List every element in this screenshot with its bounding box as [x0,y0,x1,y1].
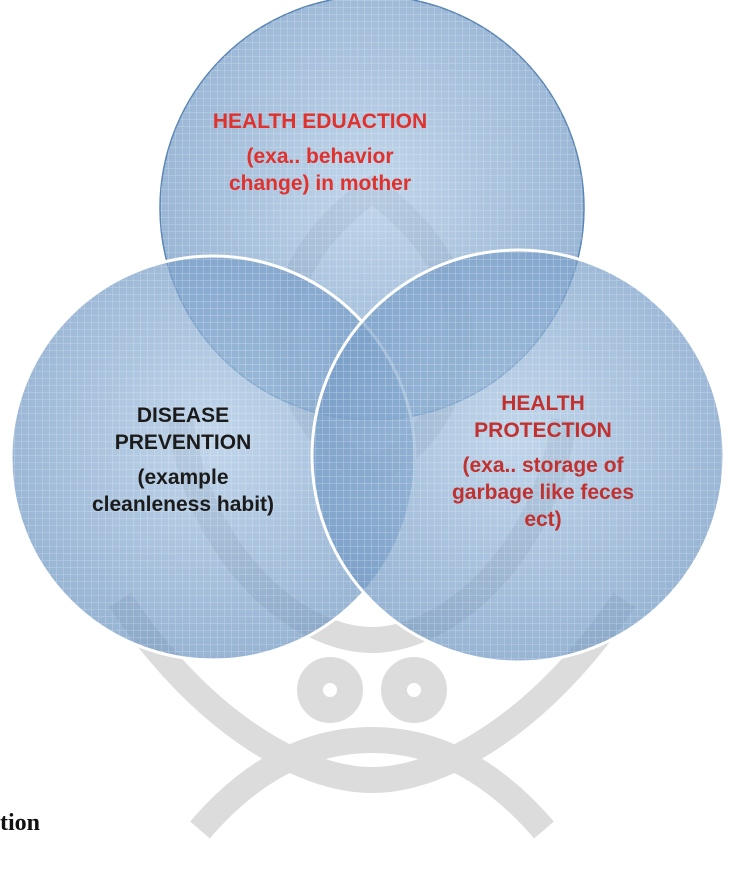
disease-prevention-title-line-1: DISEASE [52,402,314,429]
health-protection-description: (exa.. storage of garbage like feces ect… [418,452,668,533]
disease-prevention-description: (example cleanleness habit) [52,464,314,518]
disease-prevention-title-line-2: PREVENTION [52,429,314,456]
disease-prevention-label: DISEASE PREVENTION (example cleanleness … [52,402,314,518]
health-education-desc-line-1: (exa.. behavior [205,143,435,170]
health-protection-label: HEALTH PROTECTION (exa.. storage of garb… [418,390,668,533]
health-education-title: HEALTH EDUACTION [205,108,435,135]
health-protection-title-line-1: HEALTH [418,390,668,417]
venn-circles [11,0,724,662]
disease-prevention-desc-line-1: (example [52,464,314,491]
health-protection-desc-line-1: (exa.. storage of [418,452,668,479]
health-education-description: (exa.. behavior change) in mother [205,143,435,197]
disease-prevention-desc-line-2: cleanleness habit) [52,491,314,518]
health-education-label: HEALTH EDUACTION (exa.. behavior change)… [205,108,435,197]
health-protection-desc-line-2: garbage like feces [418,479,668,506]
disease-prevention-title: DISEASE PREVENTION [52,402,314,456]
health-protection-title-line-2: PROTECTION [418,417,668,444]
health-protection-desc-line-3: ect) [418,506,668,533]
section-heading-fragment: tion [0,810,40,837]
health-protection-title: HEALTH PROTECTION [418,390,668,444]
health-education-desc-line-2: change) in mother [205,170,435,197]
